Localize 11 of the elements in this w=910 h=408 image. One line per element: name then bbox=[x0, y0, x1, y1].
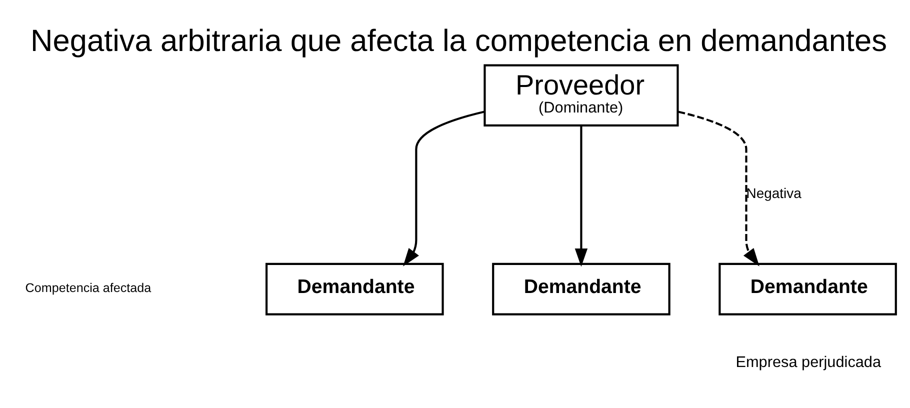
node-box: Demandante bbox=[266, 262, 444, 315]
edge-label: Negativa bbox=[746, 184, 802, 201]
arrow bbox=[403, 110, 485, 266]
arrow bbox=[678, 110, 760, 266]
arrow bbox=[574, 125, 588, 266]
diagram-title: Negativa arbitraria que afecta la competencia en demandantes bbox=[30, 22, 887, 58]
node-box: Proveedor (Dominante) bbox=[484, 64, 679, 126]
label: Competencia afectada bbox=[25, 280, 152, 295]
node-box: Demandante bbox=[492, 262, 670, 315]
node-label: Empresa perjudicada bbox=[736, 354, 882, 371]
node-box: Demandante bbox=[718, 262, 897, 315]
